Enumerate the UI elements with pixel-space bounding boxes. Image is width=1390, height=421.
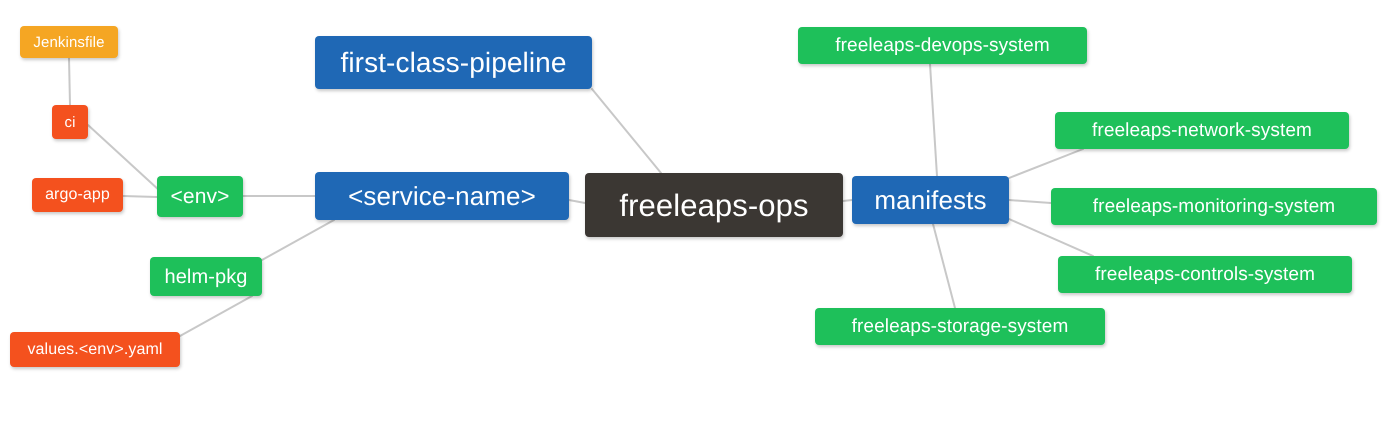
node-label-controls-system: freeleaps-controls-system [1094, 264, 1316, 285]
edge-argo-env [122, 195, 158, 198]
node-manifests[interactable]: manifests [852, 176, 1009, 224]
node-monitoring-system[interactable]: freeleaps-monitoring-system [1051, 188, 1377, 225]
node-jenkinsfile[interactable]: Jenkinsfile [20, 26, 118, 58]
node-devops-system[interactable]: freeleaps-devops-system [798, 27, 1087, 64]
edge-manifests-monitoring [1008, 199, 1052, 204]
node-label-freeleaps-ops: freeleaps-ops [619, 187, 809, 223]
node-label-jenkinsfile: Jenkinsfile [33, 33, 105, 51]
node-label-values-yaml: values.<env>.yaml [27, 340, 163, 358]
node-ci[interactable]: ci [52, 105, 88, 139]
edge-pipeline-ops [591, 88, 662, 174]
node-label-manifests: manifests [874, 185, 987, 215]
node-label-helm-pkg: helm-pkg [164, 265, 248, 288]
edge-manifests-storage [932, 223, 956, 309]
node-first-class-pipeline[interactable]: first-class-pipeline [315, 36, 592, 89]
node-label-service-name: <service-name> [348, 181, 536, 211]
node-label-storage-system: freeleaps-storage-system [851, 316, 1069, 337]
node-env[interactable]: <env> [157, 176, 243, 217]
node-controls-system[interactable]: freeleaps-controls-system [1058, 256, 1352, 293]
edge-helm-service [261, 219, 335, 261]
node-label-network-system: freeleaps-network-system [1092, 120, 1312, 141]
node-label-env: <env> [170, 185, 230, 208]
edge-values-helm [179, 295, 253, 337]
node-freeleaps-ops[interactable]: freeleaps-ops [585, 173, 843, 237]
edge-service-ops [568, 199, 586, 204]
edge-manifests-network [1008, 148, 1084, 179]
node-network-system[interactable]: freeleaps-network-system [1055, 112, 1349, 149]
edge-ops-manifests [842, 199, 853, 202]
node-argo-app[interactable]: argo-app [32, 178, 123, 212]
node-label-argo-app: argo-app [45, 186, 110, 203]
edge-jenkinsfile-ci [68, 57, 71, 106]
node-values-yaml[interactable]: values.<env>.yaml [10, 332, 180, 367]
node-helm-pkg[interactable]: helm-pkg [150, 257, 262, 296]
node-label-first-class-pipeline: first-class-pipeline [340, 46, 567, 78]
node-label-ci: ci [64, 113, 76, 131]
node-label-monitoring-system: freeleaps-monitoring-system [1092, 196, 1336, 217]
node-service-name[interactable]: <service-name> [315, 172, 569, 220]
node-storage-system[interactable]: freeleaps-storage-system [815, 308, 1105, 345]
edge-manifests-devops [929, 63, 938, 177]
node-label-devops-system: freeleaps-devops-system [835, 35, 1050, 56]
